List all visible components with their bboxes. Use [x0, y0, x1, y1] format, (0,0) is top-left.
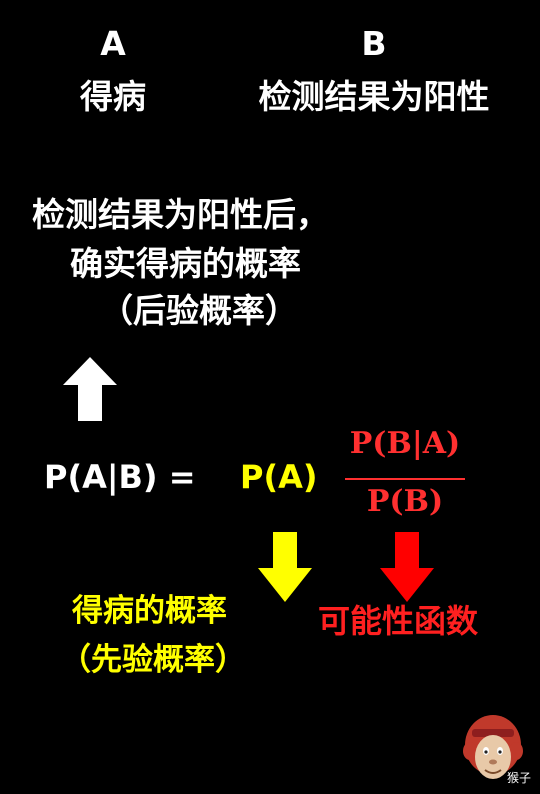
- event-a-label: 得病: [80, 77, 146, 116]
- formula-posterior-term: P(A|B) =: [44, 458, 196, 496]
- event-b-letter: B: [361, 24, 387, 63]
- watermark-text: 猴子: [507, 771, 532, 785]
- prior-annotation-line2: （先验概率）: [60, 642, 246, 678]
- monkey-logo-icon: [463, 715, 523, 779]
- posterior-description-line2: 确实得病的概率: [70, 244, 301, 283]
- fraction-bar: [345, 478, 465, 480]
- arrow-down-icon: [380, 532, 434, 602]
- arrow-up-icon: [63, 357, 117, 421]
- posterior-description-line1: 检测结果为阳性后，: [32, 195, 329, 234]
- formula-evidence-denominator: P(B): [366, 484, 444, 519]
- likelihood-annotation: 可能性函数: [318, 602, 479, 640]
- event-b-label: 检测结果为阳性: [258, 77, 490, 116]
- prior-annotation-line1: 得病的概率: [72, 593, 227, 629]
- formula-likelihood-numerator: P(B|A): [349, 426, 461, 461]
- arrow-down-icon: [258, 532, 312, 602]
- posterior-description-line3: （后验概率）: [100, 291, 298, 330]
- event-a-letter: A: [100, 24, 126, 63]
- formula-prior-term: P(A): [240, 458, 318, 496]
